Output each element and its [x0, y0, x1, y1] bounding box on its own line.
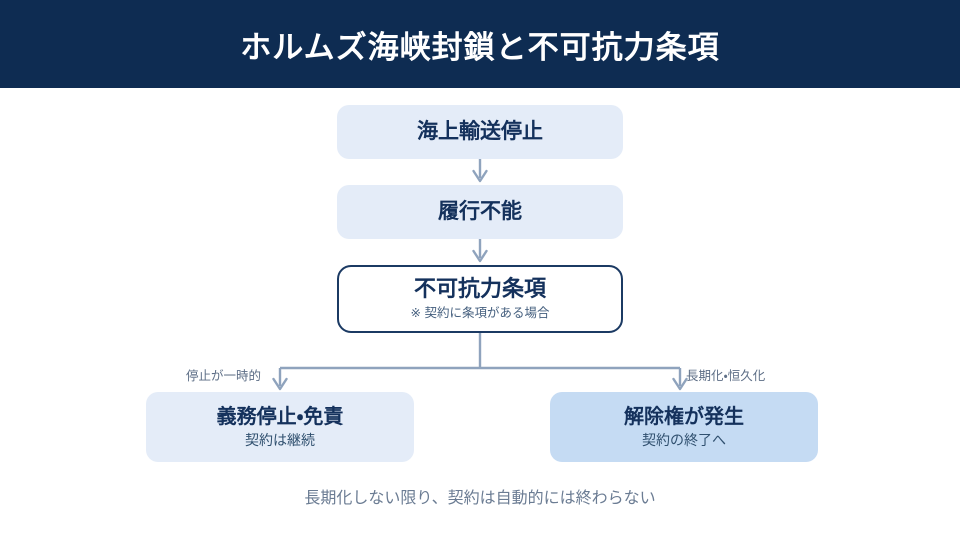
arrowhead-impossible-to-force-majeure	[472, 249, 488, 263]
flow-node-shipping-title: 海上輸送停止	[417, 120, 543, 144]
flow-node-suspend-title: 義務停止・免責	[216, 405, 344, 428]
flow-node-terminate-sub: 契約の終了へ	[642, 431, 726, 448]
arrowhead-branch-right	[672, 377, 688, 391]
flow-node-force-majeure: 不可抗力条項 ※ 契約に条項がある場合	[337, 265, 623, 333]
flow-node-terminate: 解除権が発生 契約の終了へ	[550, 392, 818, 462]
flow-node-suspend-sub: 契約は継続	[245, 431, 315, 448]
branch-label-prolonged: 長期化・恒久化	[686, 369, 766, 383]
flow-node-force-majeure-note: ※ 契約に条項がある場合	[410, 306, 550, 321]
header-band	[0, 0, 960, 88]
arrowhead-branch-left	[272, 377, 288, 391]
flow-node-terminate-title: 解除権が発生	[624, 405, 744, 428]
flow-node-impossible-title: 履行不能	[438, 200, 522, 224]
summary-note: 長期化しない限り、契約は自動的には終わらない	[304, 490, 656, 507]
flowchart-canvas: 海上輸送停止 履行不能 不可抗力条項 ※ 契約に条項がある場合 停止が一時的 長…	[0, 88, 960, 540]
flow-node-suspend: 義務停止・免責 契約は継続	[146, 392, 414, 462]
flow-node-force-majeure-title: 不可抗力条項	[413, 275, 546, 301]
page-title: ホルムズ海峡封鎖と不可抗力条項	[240, 29, 720, 65]
flow-node-impossible: 履行不能	[337, 185, 623, 239]
arrowhead-shipping-to-impossible	[472, 169, 488, 183]
branch-label-temporary: 停止が一時的	[186, 369, 262, 383]
flow-node-shipping: 海上輸送停止	[337, 105, 623, 159]
